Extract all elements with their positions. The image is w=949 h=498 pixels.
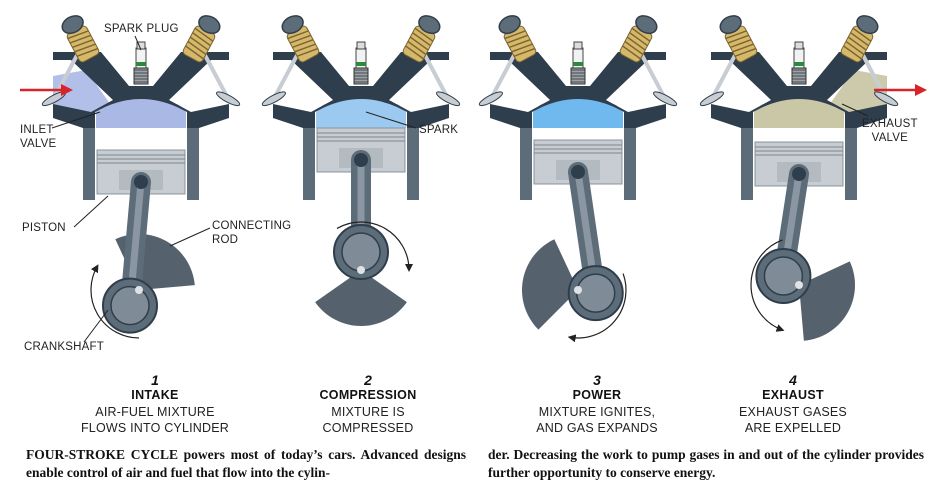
cylinder-wall-left — [83, 128, 95, 200]
cylinder-wall-right — [624, 128, 636, 200]
combustion-chamber — [316, 97, 406, 128]
spark-label: SPARK — [419, 124, 459, 136]
exhaust-valve-leader — [841, 103, 869, 117]
crank-pin — [575, 273, 616, 313]
crank-pin — [110, 285, 150, 326]
cylinder-wall-right — [407, 128, 419, 200]
engine-stage-3 — [478, 15, 678, 343]
intake-port-gas — [53, 70, 113, 115]
valve-spring — [619, 15, 658, 63]
piston-label: PISTON — [22, 222, 66, 234]
exhaust-valve-label: EXHAUST VALVE — [862, 118, 918, 144]
rotation-arrow — [90, 264, 140, 339]
crank-axis — [795, 281, 803, 289]
wrist-pin — [571, 165, 585, 179]
stage-3-name: POWER — [572, 388, 622, 402]
combustion-chamber — [754, 97, 844, 128]
spark-plug — [353, 41, 369, 85]
spark-plug — [791, 41, 807, 85]
inlet-valve-label: INLET VALVE — [20, 124, 57, 150]
wrist-pin — [354, 153, 368, 167]
crank-pin — [341, 232, 381, 272]
engine-stage-2 — [261, 15, 461, 327]
cylinder-wall-right — [845, 128, 857, 200]
spark-plug-label: SPARK PLUG — [104, 23, 179, 35]
rotation-arrow — [567, 273, 627, 343]
cylinder-head — [490, 52, 666, 200]
valve-spring — [402, 15, 441, 63]
cylinder-wall-right — [187, 128, 199, 200]
crank-pin — [763, 256, 804, 296]
stage-1-description: AIR-FUEL MIXTURE FLOWS INTO CYLINDER — [80, 405, 230, 435]
valve-spring — [498, 15, 537, 63]
crankshaft-label: CRANKSHAFT — [24, 341, 104, 353]
spark-leader — [365, 111, 417, 129]
connecting-rod-leader — [169, 227, 211, 247]
cylinder-wall-left — [303, 128, 315, 200]
crank-axis — [574, 286, 582, 294]
engine-stage-1 — [41, 15, 241, 339]
valve-spring — [61, 15, 100, 63]
cylinder-head — [273, 52, 449, 200]
caption-right: der. Decreasing the work to pump gases i… — [488, 447, 924, 480]
stage-4-name: EXHAUST — [762, 388, 824, 402]
valve-spring — [281, 15, 320, 63]
crank-counterweight — [522, 239, 578, 330]
stage-1-number: 1 — [151, 372, 159, 388]
piston-leader — [73, 195, 109, 228]
rotation-arrow — [750, 239, 785, 332]
cylinder-head — [711, 52, 887, 200]
rotation-arrow — [336, 221, 413, 272]
valve-spring — [182, 15, 221, 63]
combustion-chamber — [533, 97, 623, 128]
crank-counterweight — [315, 270, 407, 327]
stage-2-description: MIXTURE IS COMPRESSED — [322, 405, 414, 435]
wrist-pin — [134, 175, 148, 189]
spark-plug — [133, 41, 149, 85]
engine-stage-4 — [699, 15, 899, 341]
stage-2-number: 2 — [364, 372, 372, 388]
crankshaft-leader — [83, 309, 109, 343]
cylinder-wall-left — [520, 128, 532, 200]
valve-spring — [840, 15, 879, 63]
stage-4-number: 4 — [789, 372, 797, 388]
stage-2-name: COMPRESSION — [319, 388, 417, 402]
exhaust-port-gas — [827, 70, 887, 115]
spark-plug-leader — [134, 35, 142, 51]
stage-1-name: INTAKE — [131, 388, 179, 402]
crank-axis — [135, 286, 143, 294]
combustion-chamber — [96, 97, 186, 128]
connecting-rod-label: CONNECTING ROD — [212, 220, 292, 246]
spark-plug — [570, 41, 586, 85]
valve-spring — [719, 15, 758, 63]
stage-3-number: 3 — [593, 372, 601, 388]
crank-axis — [357, 266, 365, 274]
inlet-valve-leader — [51, 111, 101, 129]
crank-counterweight — [799, 261, 856, 341]
cylinder-wall-left — [741, 128, 753, 200]
wrist-pin — [792, 167, 806, 181]
stage-4-description: EXHAUST GASES ARE EXPELLED — [739, 405, 847, 435]
caption-left: FOUR-STROKE CYCLE powers most of today’s… — [26, 447, 466, 480]
stage-3-description: MIXTURE IGNITES, AND GAS EXPANDS — [536, 405, 658, 435]
cylinder-head — [53, 52, 229, 200]
